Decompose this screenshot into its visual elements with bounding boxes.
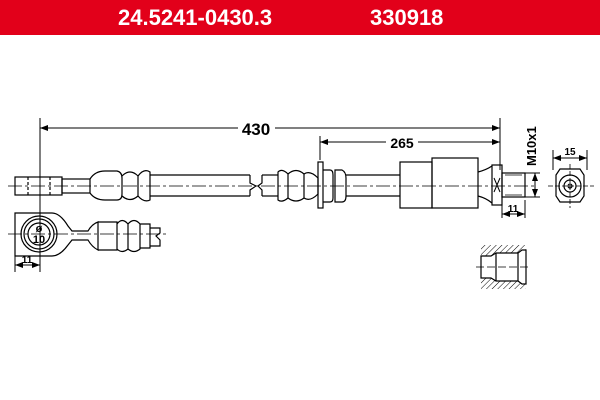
banjo-offset-label: 11 bbox=[22, 255, 33, 266]
reference-number: 330918 bbox=[370, 5, 444, 30]
title-bar: 24.5241-0430.3 330918 bbox=[0, 0, 600, 35]
hose-side-view bbox=[8, 157, 535, 209]
fitting-width-label: 15 bbox=[564, 147, 576, 158]
dimension-430-label: 430 bbox=[242, 120, 270, 139]
port-section-view bbox=[476, 245, 530, 289]
banjo-bore-value: 10 bbox=[33, 234, 45, 246]
banjo-top-view bbox=[8, 212, 168, 272]
dimension-265-label: 265 bbox=[390, 135, 414, 151]
thread-label: M10x1 bbox=[524, 126, 539, 166]
extension-lines bbox=[39, 118, 501, 272]
fitting-end-view bbox=[548, 150, 594, 208]
banjo-bore-symbol: ø bbox=[36, 223, 43, 235]
thread-length-label: 11 bbox=[508, 204, 519, 215]
hose-drawing: 430 265 M10x1 bbox=[8, 118, 594, 289]
part-number: 24.5241-0430.3 bbox=[118, 5, 273, 30]
thread-diameter-dimension bbox=[501, 172, 540, 218]
